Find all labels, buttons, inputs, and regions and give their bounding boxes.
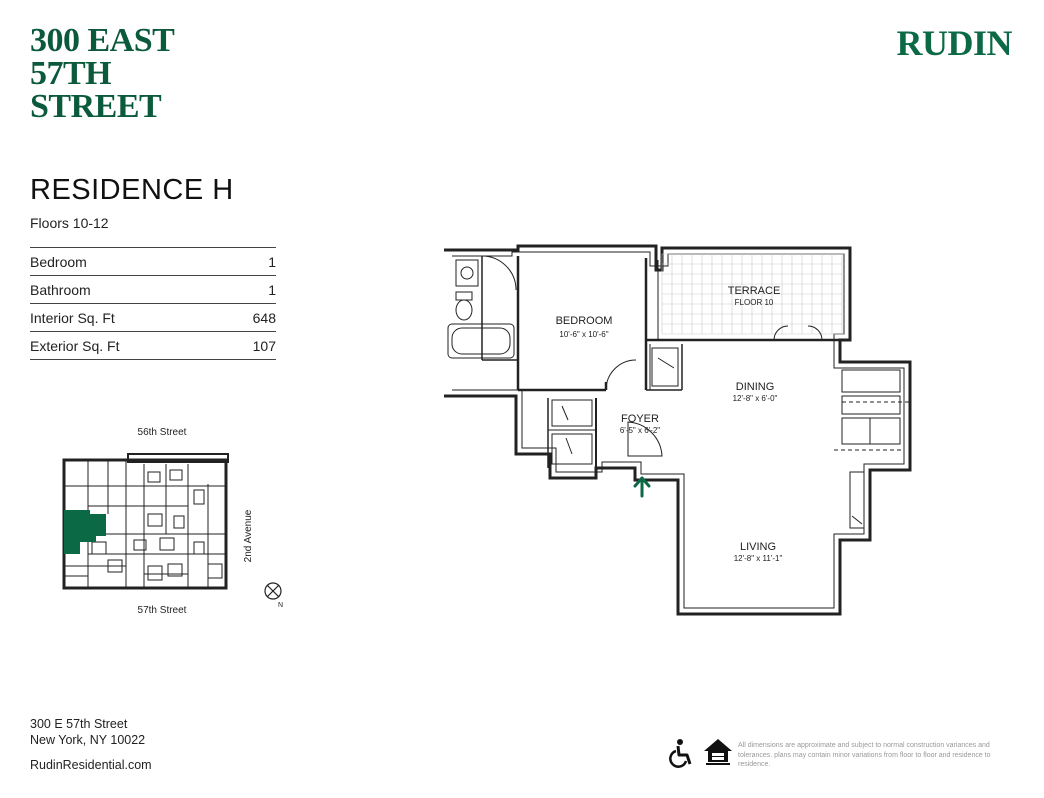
- building-footprint: [62, 453, 229, 590]
- dining-label: DINING: [736, 381, 775, 393]
- address-line: 300 E 57th Street: [30, 717, 128, 731]
- terrace-floor-label: FLOOR 10: [735, 298, 774, 307]
- rudin-logo: RUDIN: [896, 23, 1012, 63]
- website-link[interactable]: RudinResidential.com: [30, 758, 152, 772]
- stat-value: 1: [268, 253, 276, 270]
- residence-location-highlight: [64, 510, 106, 554]
- terrace-tile-grid: [661, 253, 844, 335]
- foyer-dims: 6'-5" x 6'-2": [620, 426, 660, 435]
- building-title: 300 EAST 57TH STREET: [30, 22, 175, 125]
- stat-value: 107: [252, 337, 276, 354]
- exterior-walls: [444, 244, 912, 616]
- building-title-line: 300 EAST: [30, 22, 175, 59]
- stats-row-bathroom: Bathroom 1: [30, 276, 276, 304]
- side-street-label: 2nd Avenue: [243, 509, 254, 562]
- key-plan: 56th Street 57th Street 2nd Avenue: [62, 427, 283, 616]
- stat-label: Exterior Sq. Ft: [30, 337, 120, 354]
- compass-icon: [264, 582, 282, 600]
- address-line: New York, NY 10022: [30, 733, 146, 747]
- foyer-label: FOYER: [621, 413, 659, 425]
- floors-label: Floors 10-12: [30, 215, 109, 231]
- closet-fixtures: [551, 325, 910, 529]
- stats-row-interior-sqft: Interior Sq. Ft 648: [30, 304, 276, 332]
- stat-label: Interior Sq. Ft: [30, 309, 115, 326]
- interior-walls: [481, 256, 840, 468]
- compass-north-label: N: [278, 602, 283, 609]
- equal-housing-icon: [704, 739, 732, 765]
- address: 300 E 57th Street New York, NY 10022: [30, 716, 145, 748]
- terrace-label: TERRACE: [728, 285, 781, 297]
- bottom-street-label: 57th Street: [138, 605, 187, 616]
- residence-name: RESIDENCE H: [30, 174, 234, 206]
- bedroom-dims: 10'-6" x 10'-6": [559, 330, 608, 339]
- stats-row-bedroom: Bedroom 1: [30, 248, 276, 276]
- disclaimer-text: All dimensions are approximate and subje…: [738, 742, 991, 768]
- accessibility-icon: [669, 739, 692, 768]
- entry-arrow-icon: [633, 476, 651, 498]
- floor-plan: TERRACE FLOOR 10 BEDROOM 10'-6" x 10'-6"…: [444, 244, 912, 616]
- top-street-label: 56th Street: [138, 427, 187, 438]
- stat-value: 648: [252, 309, 276, 326]
- living-dims: 12'-8" x 11'-1": [734, 554, 783, 563]
- bathroom-fixtures: [447, 255, 517, 359]
- building-title-line: 57TH: [30, 55, 112, 92]
- stats-row-exterior-sqft: Exterior Sq. Ft 107: [30, 332, 276, 360]
- building-title-line: STREET: [30, 88, 162, 125]
- stats-table: Bedroom 1 Bathroom 1 Interior Sq. Ft 648…: [30, 247, 276, 360]
- living-label: LIVING: [740, 541, 776, 553]
- dining-dims: 12'-8" x 6'-0": [733, 394, 778, 403]
- stat-label: Bathroom: [30, 281, 91, 298]
- bedroom-label: BEDROOM: [556, 315, 613, 327]
- stat-label: Bedroom: [30, 253, 87, 270]
- stat-value: 1: [268, 281, 276, 298]
